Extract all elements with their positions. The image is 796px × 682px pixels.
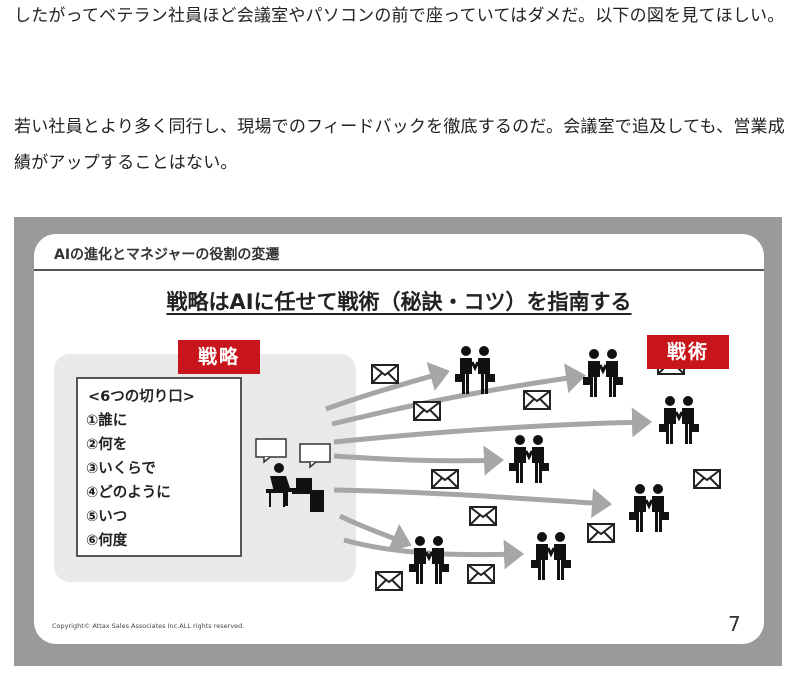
handshake-pair-icon <box>507 433 551 485</box>
person-at-computer-icon <box>255 438 331 512</box>
list-item: ⑤いつ <box>86 509 128 525</box>
slide-headline: 戦略はAIに任せて戦術（秘訣・コツ）を指南する <box>34 286 764 316</box>
arrow <box>338 513 412 552</box>
page-number: 7 <box>728 612 741 636</box>
handshake-pair-icon <box>529 530 573 582</box>
slide-title: AIの進化とマネジャーの役割の変遷 <box>54 247 280 263</box>
article-paragraph-2: 若い社員とより多く同行し、現場でのフィードバックを徹底するのだ。会議室で追及して… <box>14 117 785 173</box>
copyright-text: Copyright© Attax Sales Associates Inc.AL… <box>52 622 245 630</box>
arrow <box>333 407 652 445</box>
list-heading: <6つの切り口> <box>88 389 195 405</box>
handshake-pair-icon <box>407 534 451 586</box>
list-item: ②何を <box>86 437 128 453</box>
envelope-icon <box>467 564 495 584</box>
envelope-icon <box>371 364 399 384</box>
six-angles-box: <6つの切り口> ①誰に ②何を ③いくらで ④どのように ⑤いつ ⑥何度 <box>76 377 242 557</box>
envelope-icon <box>375 571 403 591</box>
list-item: ④どのように <box>86 485 171 501</box>
handshake-pair-icon <box>657 394 701 446</box>
slide-headline-text: 戦略はAIに任せて戦術（秘訣・コツ）を指南する <box>166 290 632 314</box>
tactics-label: 戦術 <box>647 335 729 369</box>
handshake-pair-icon <box>453 344 497 396</box>
arrow <box>331 363 586 427</box>
strategy-label: 戦略 <box>178 340 260 374</box>
list-item: ①誰に <box>86 413 128 429</box>
arrow <box>333 445 504 476</box>
list-item: ③いくらで <box>86 461 156 477</box>
article-paragraph-1: したがってベテラン社員ほど会議室やパソコンの前で座っていてはダメだ。以下の図を見… <box>14 6 785 26</box>
arrow <box>333 487 612 518</box>
envelope-icon <box>693 469 721 489</box>
envelope-icon <box>413 401 441 421</box>
envelope-icon <box>469 506 497 526</box>
envelope-icon <box>523 390 551 410</box>
list-item: ⑥何度 <box>86 533 128 549</box>
envelope-icon <box>587 523 615 543</box>
diagram-drawing <box>255 344 721 591</box>
arrow <box>325 361 450 412</box>
slide-divider <box>34 269 764 271</box>
handshake-pair-icon <box>627 482 671 534</box>
handshake-pair-icon <box>581 347 625 399</box>
envelope-icon <box>431 469 459 489</box>
slide-image: AIの進化とマネジャーの役割の変遷 戦略はAIに任せて戦術（秘訣・コツ）を指南す… <box>34 234 764 644</box>
